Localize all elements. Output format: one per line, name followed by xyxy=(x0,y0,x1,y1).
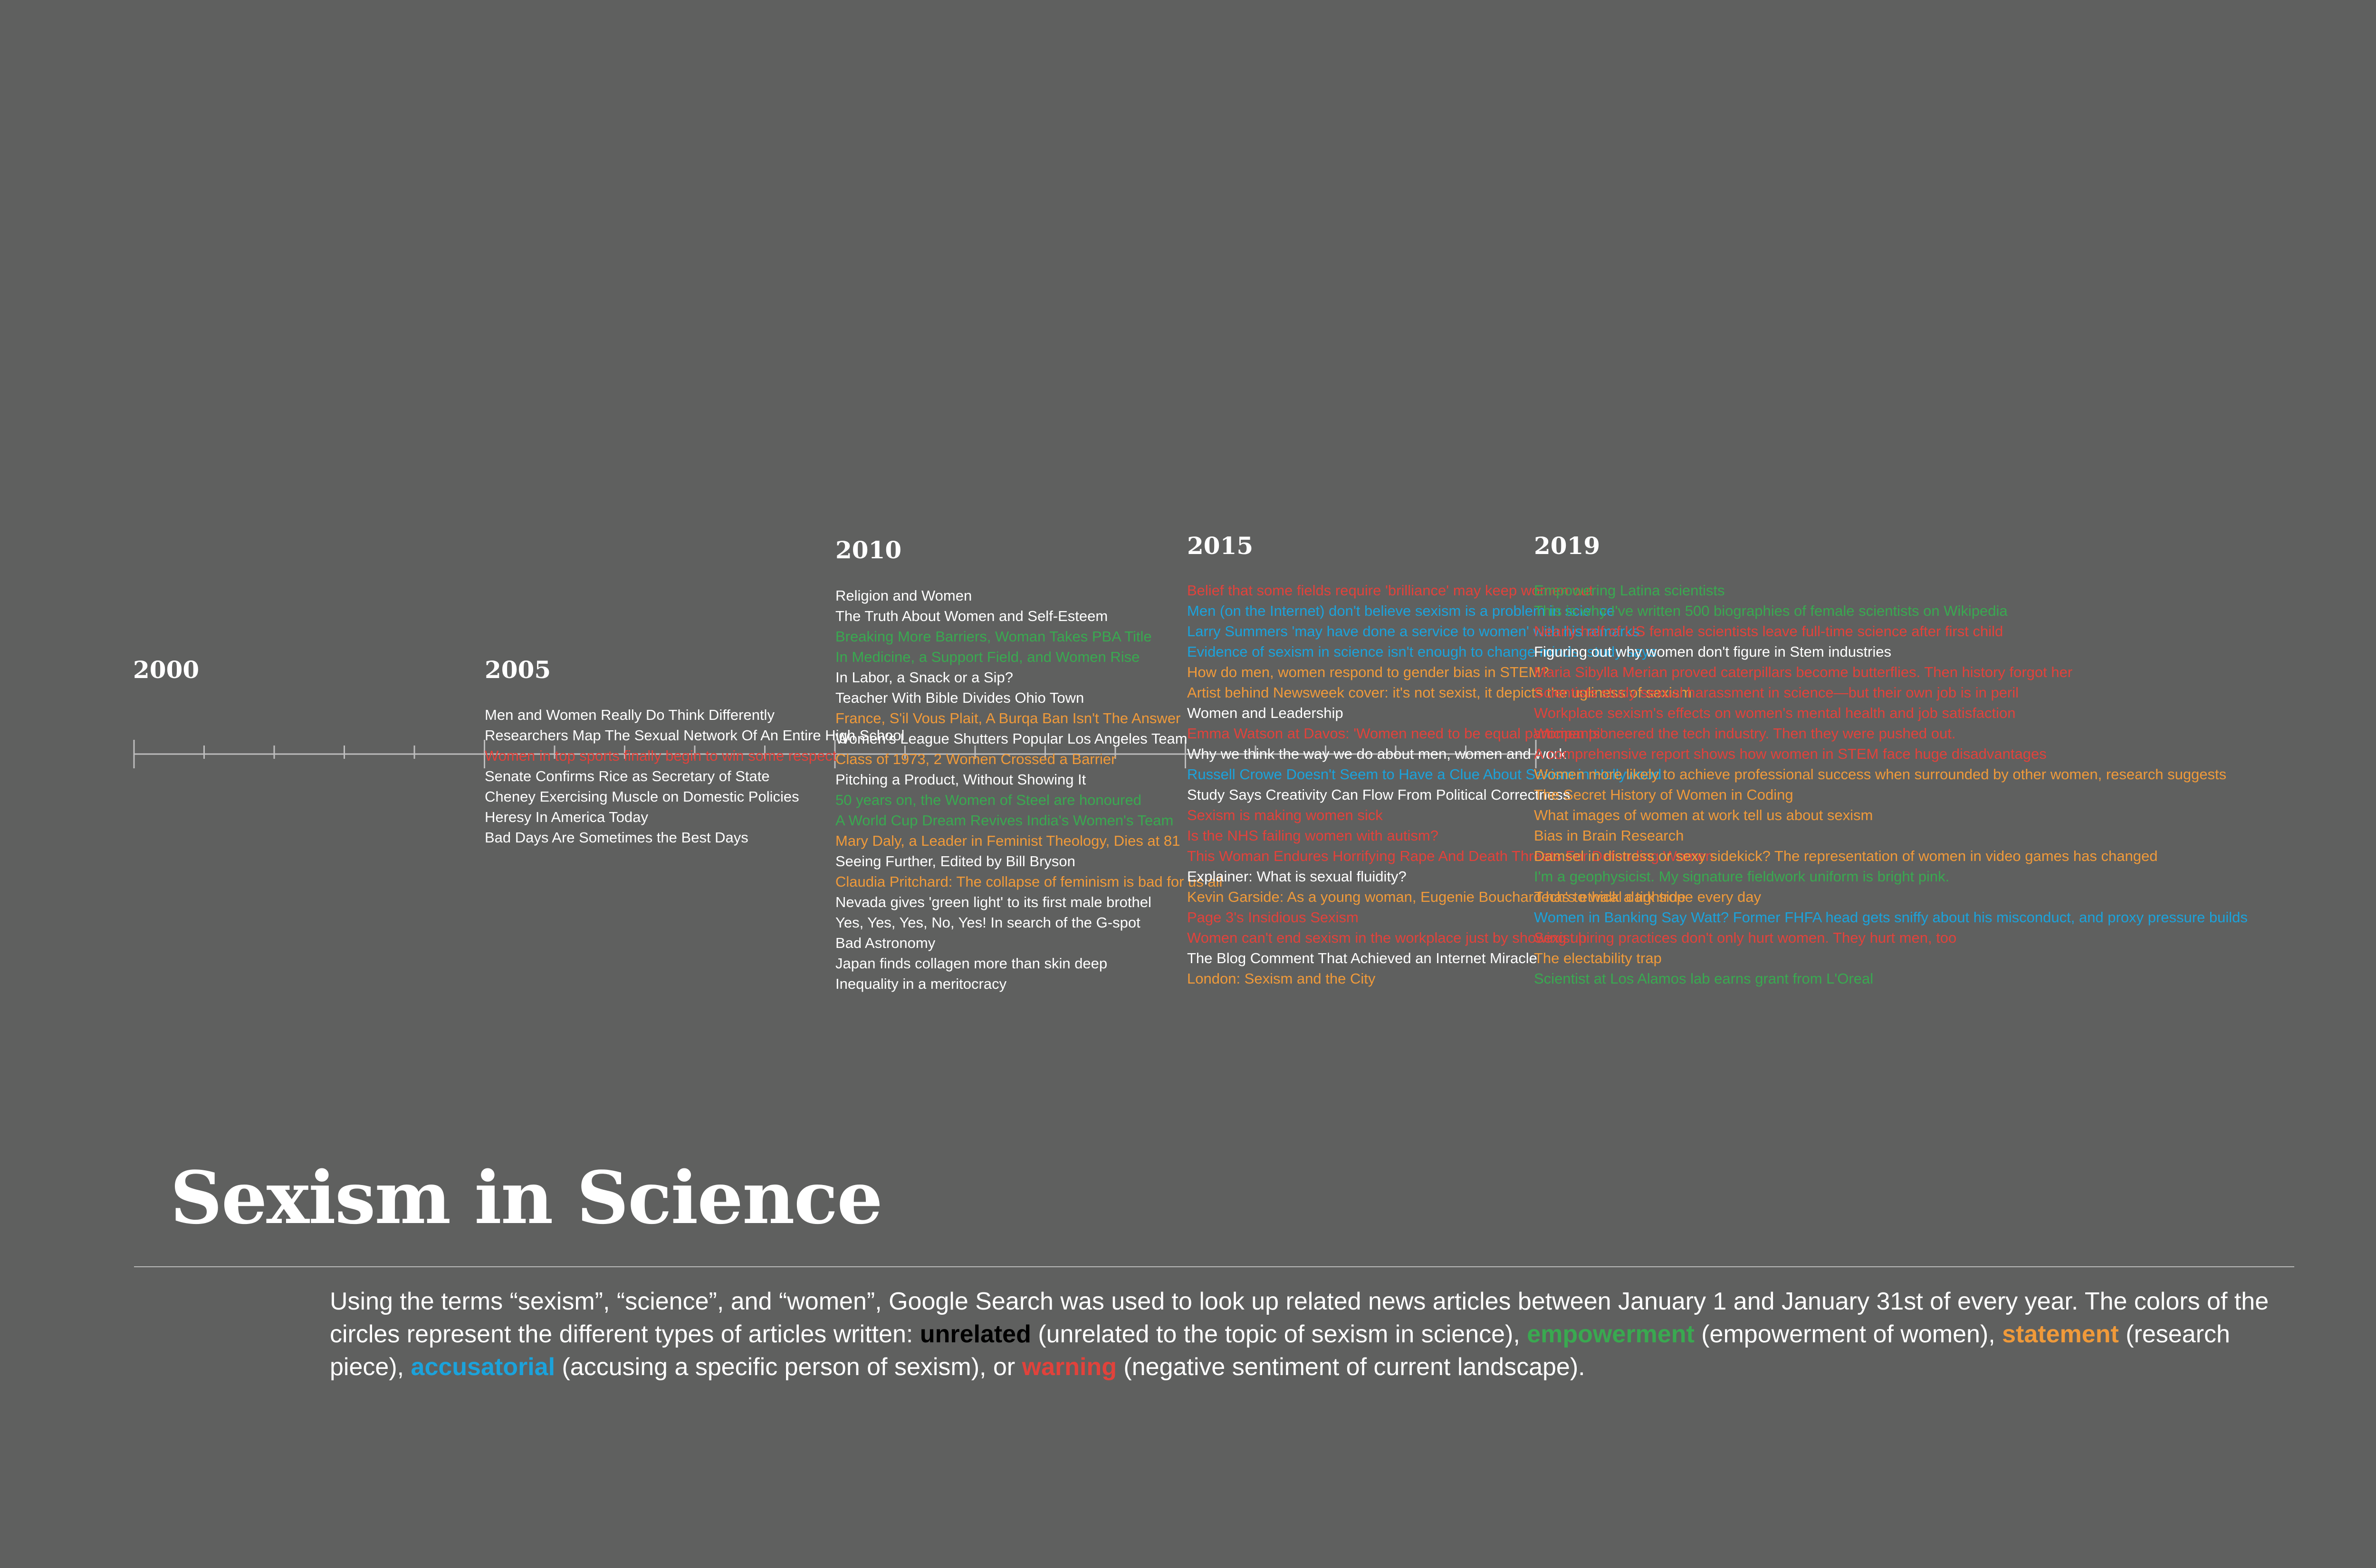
headline-item: In Labor, a Snack or a Sip? xyxy=(835,669,1013,686)
legend-accusatorial: accusatorial xyxy=(411,1353,556,1381)
legend-statement: statement xyxy=(2002,1320,2119,1348)
headline-item: Cheney Exercising Muscle on Domestic Pol… xyxy=(485,788,799,805)
headline-item: Women in Banking Say Watt? Former FHFA h… xyxy=(1534,909,2248,926)
legend-accusatorial-desc: (accusing a specific person of sexism), … xyxy=(555,1353,1022,1381)
headline-item: Women pioneered the tech industry. Then … xyxy=(1534,725,1956,742)
description: Using the terms “sexism”, “science”, and… xyxy=(330,1285,2302,1384)
headline-item: How do men, women respond to gender bias… xyxy=(1187,664,1549,680)
headline-item: Tech's ethical dark side xyxy=(1534,889,1686,905)
timeline-axis xyxy=(133,740,1537,768)
headline-item: Explainer: What is sexual fluidity? xyxy=(1187,868,1407,885)
description-intro: Using the terms “sexism”, “science”, and… xyxy=(330,1288,2269,1348)
legend-statement-desc: (research piece), xyxy=(330,1320,2230,1381)
headline-item: Claudia Pritchard: The collapse of femin… xyxy=(835,873,1223,890)
headline-item: This Woman Endures Horrifying Rape And D… xyxy=(1187,848,1714,864)
headline-item: Larry Summers 'may have done a service t… xyxy=(1187,623,1640,640)
page-title: Sexism in Science xyxy=(170,1155,883,1240)
legend-warning: warning xyxy=(1022,1353,1117,1381)
headline-item: Researchers Map The Sexual Network Of An… xyxy=(485,727,905,744)
headline-item: Is the NHS failing women with autism? xyxy=(1187,827,1438,844)
headline-item: Emma Watson at Davos: 'Women need to be … xyxy=(1187,725,1603,742)
headline-item: Figuring out why women don't figure in S… xyxy=(1534,643,1892,660)
headline-item: Scientist at Los Alamos lab earns grant … xyxy=(1534,970,1874,987)
headline-item: Bad Days Are Sometimes the Best Days xyxy=(485,829,748,846)
headline-item: Study Says Creativity Can Flow From Poli… xyxy=(1187,786,1571,803)
headline-item: Bad Astronomy xyxy=(835,935,936,951)
headline-item: Maria Sibylla Merian proved caterpillars… xyxy=(1534,664,2073,680)
year-label-2015: 2015 xyxy=(1187,532,1254,560)
legend-unrelated-desc: (unrelated to the topic of sexism in sci… xyxy=(1031,1320,1527,1348)
headline-item: The Blog Comment That Achieved an Intern… xyxy=(1187,950,1537,966)
year-label-2000: 2000 xyxy=(133,656,200,684)
divider xyxy=(134,1266,2294,1267)
headline-item: Sexist hiring practices don't only hurt … xyxy=(1534,929,1957,946)
year-label-2005: 2005 xyxy=(485,656,551,684)
headline-item: Workplace sexism's effects on women's me… xyxy=(1534,705,2016,721)
headline-item: I'm a geophysicist. My signature fieldwo… xyxy=(1534,868,1950,885)
headline-item: Women more likely to achieve professiona… xyxy=(1534,766,2227,783)
headline-item: Pitching a Product, Without Showing It xyxy=(835,771,1086,788)
headline-item: A World Cup Dream Revives India's Women'… xyxy=(835,812,1174,829)
headline-item: Kevin Garside: As a young woman, Eugenie… xyxy=(1187,889,1761,905)
headline-item: Why we think the way we do about men, wo… xyxy=(1187,746,1566,762)
headline-item: Page 3's Insidious Sexism xyxy=(1187,909,1359,926)
headline-item: Religion and Women xyxy=(835,587,972,604)
headline-item: Women in top sports finally begin to win… xyxy=(485,747,837,764)
headline-item: Women can't end sexism in the workplace … xyxy=(1187,929,1587,946)
headline-item: Men and Women Really Do Think Differentl… xyxy=(485,707,775,723)
legend-warning-desc: (negative sentiment of current landscape… xyxy=(1116,1353,1585,1381)
headline-item: Nearly half of US female scientists leav… xyxy=(1534,623,2003,640)
headline-item: In Medicine, a Support Field, and Women … xyxy=(835,649,1140,665)
headline-item: What images of women at work tell us abo… xyxy=(1534,807,1873,823)
headline-item: Women's League Shutters Popular Los Ange… xyxy=(835,730,1188,747)
headline-item: Class of 1973, 2 Women Crossed a Barrier xyxy=(835,751,1116,767)
headline-item: Seeing Further, Edited by Bill Bryson xyxy=(835,853,1075,870)
headline-item: Nevada gives 'green light' to its first … xyxy=(835,894,1151,910)
headline-item: A comprehensive report shows how women i… xyxy=(1534,746,2047,762)
headline-item: Women and Leadership xyxy=(1187,705,1343,721)
legend-empowerment: empowerment xyxy=(1527,1320,1695,1348)
headline-item: The Secret History of Women in Coding xyxy=(1534,786,1793,803)
headline-item: This is why I've written 500 biographies… xyxy=(1534,602,2008,619)
headline-item: Mary Daly, a Leader in Feminist Theology… xyxy=(835,832,1180,849)
headline-item: The electability trap xyxy=(1534,950,1662,966)
headline-item: Teacher With Bible Divides Ohio Town xyxy=(835,689,1084,706)
headline-item: France, S'il Vous Plait, A Burqa Ban Isn… xyxy=(835,710,1181,727)
headline-item: Artist behind Newsweek cover: it's not s… xyxy=(1187,684,1692,701)
headline-item: Senate Confirms Rice as Secretary of Sta… xyxy=(485,768,770,784)
headline-item: The Truth About Women and Self-Esteem xyxy=(835,608,1108,624)
headline-item: Sexism is making women sick xyxy=(1187,807,1383,823)
headline-item: Russell Crowe Doesn't Seem to Have a Clu… xyxy=(1187,766,1662,783)
headline-item: Heresy In America Today xyxy=(485,809,649,825)
headline-item: London: Sexism and the City xyxy=(1187,970,1376,987)
headline-item: Empowering Latina scientists xyxy=(1534,582,1725,599)
legend-empowerment-desc: (empowerment of women), xyxy=(1694,1320,2002,1348)
headline-item: Breaking More Barriers, Woman Takes PBA … xyxy=(835,628,1152,645)
headline-item: Evidence of sexism in science isn't enou… xyxy=(1187,643,1657,660)
headline-item: Men (on the Internet) don't believe sexi… xyxy=(1187,602,1615,619)
headline-item: Belief that some fields require 'brillia… xyxy=(1187,582,1593,599)
headline-item: Scientists study sexual harassment in sc… xyxy=(1534,684,2019,701)
headline-item: Japan finds collagen more than skin deep xyxy=(835,955,1108,972)
headline-item: Yes, Yes, Yes, No, Yes! In search of the… xyxy=(835,914,1140,931)
year-label-2019: 2019 xyxy=(1534,532,1600,560)
headline-item: 50 years on, the Women of Steel are hono… xyxy=(835,792,1141,808)
legend-unrelated: unrelated xyxy=(920,1320,1031,1348)
headline-item: Bias in Brain Research xyxy=(1534,827,1684,844)
headline-item: Inequality in a meritocracy xyxy=(835,975,1007,992)
year-label-2010: 2010 xyxy=(835,536,902,564)
headline-item: Damsel in distress or sexy sidekick? The… xyxy=(1534,848,2158,864)
